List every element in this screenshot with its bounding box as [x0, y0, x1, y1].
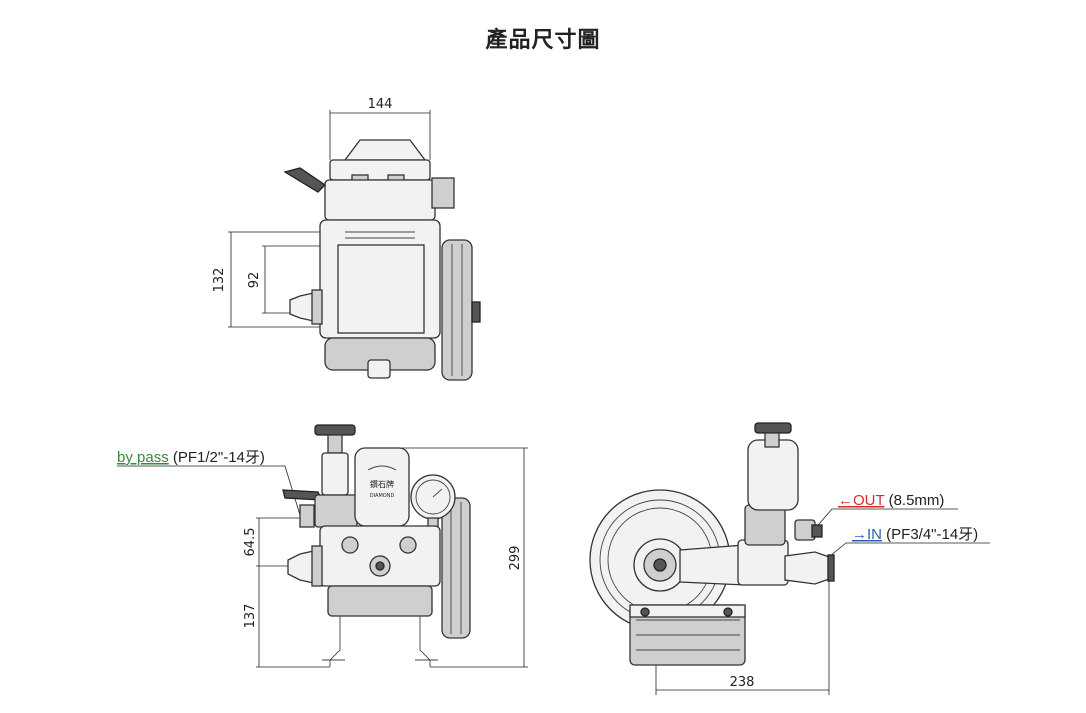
in-spec: (PF3/4"-14牙) — [882, 526, 978, 543]
dim-144: 144 — [368, 97, 393, 112]
front-view-pump: by pass (PF1/2"-14牙) 299 64.5 137 鑽石牌 DI… — [117, 424, 528, 668]
dim-137: 137 — [243, 604, 258, 629]
bypass-spec: (PF1/2"-14牙) — [169, 449, 265, 466]
top-view-pump: 144 132 92 — [212, 97, 481, 381]
svg-text:by pass (PF1/2"-14牙): by pass (PF1/2"-14牙) — [117, 449, 265, 466]
svg-text:←OUT (8.5mm): ←OUT (8.5mm) — [838, 492, 944, 509]
dim-64-5: 64.5 — [243, 528, 258, 557]
tank-brand-cn: 鑽石牌 — [370, 479, 394, 489]
svg-text:→IN (PF3/4"-14牙): →IN (PF3/4"-14牙) — [852, 526, 978, 543]
in-label: →IN — [852, 526, 882, 543]
out-label: ←OUT — [838, 492, 885, 509]
page-title: 產品尺寸圖 — [485, 28, 601, 53]
dim-132: 132 — [212, 268, 227, 293]
dim-238: 238 — [730, 675, 755, 690]
side-view-pump: ←OUT (8.5mm) →IN (PF3/4"-14牙) 238 — [589, 422, 990, 695]
dim-299: 299 — [508, 546, 523, 571]
bypass-label: by pass — [117, 449, 169, 466]
out-spec: (8.5mm) — [884, 492, 944, 509]
tank-brand-en: DIAMOND — [370, 493, 395, 499]
dim-92: 92 — [247, 272, 262, 289]
